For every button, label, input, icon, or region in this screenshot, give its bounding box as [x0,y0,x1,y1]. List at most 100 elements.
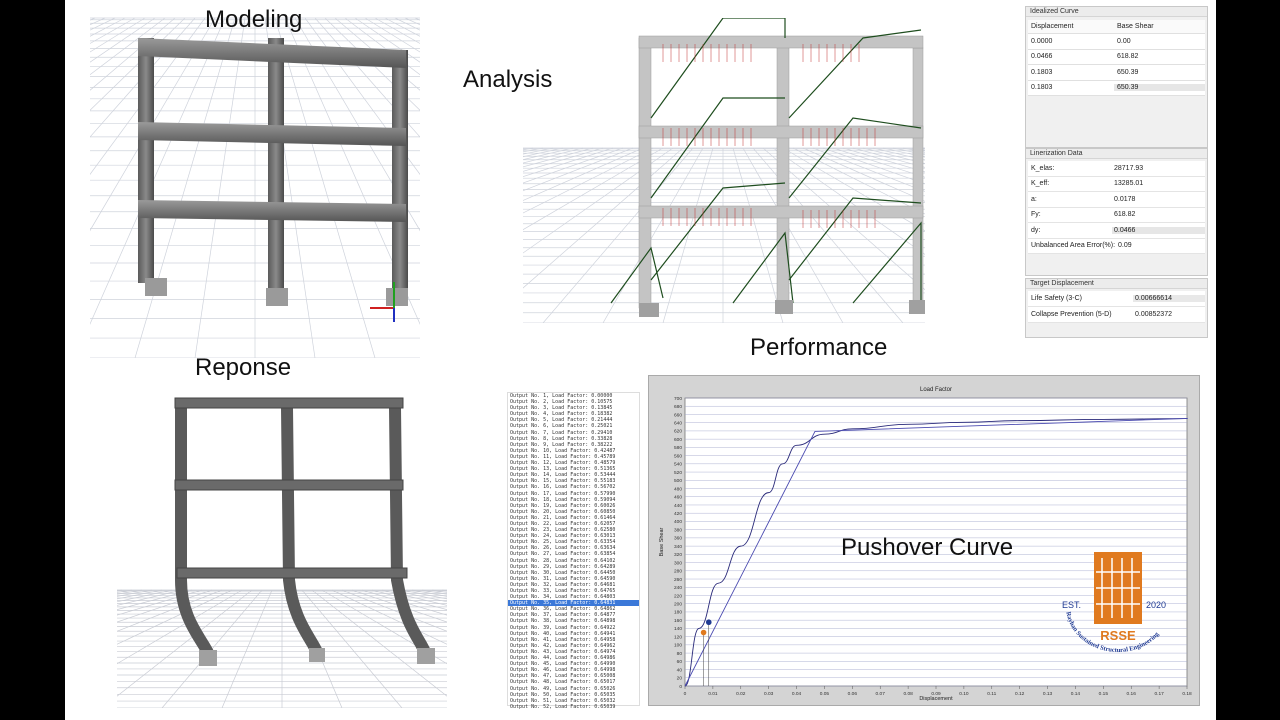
list-item[interactable]: Output No. 16, Load Factor: 0.56702 [510,484,616,491]
list-item[interactable]: Output No. 32, Load Factor: 0.64681 [510,581,616,588]
list-item[interactable]: Output No. 4, Load Factor: 0.18382 [510,411,613,418]
kv-value[interactable]: 0.00666614 [1133,295,1205,302]
list-item[interactable]: Output No. 51, Load Factor: 0.65032 [510,697,616,704]
list-item[interactable]: Output No. 38, Load Factor: 0.64898 [510,618,616,625]
rsse-logo: RSSE EST. 2020 Rayhan Sustained Structur… [1058,548,1178,658]
list-item[interactable]: Output No. 31, Load Factor: 0.64590 [510,575,616,582]
kv-value[interactable]: 0.0466 [1112,226,1205,234]
list-item[interactable]: Output No. 15, Load Factor: 0.55183 [510,478,616,485]
kv-row: Collapse Prevention (5-D)0.00852372 [1028,307,1205,323]
list-item[interactable]: Output No. 49, Load Factor: 0.65026 [510,685,616,692]
list-item[interactable]: Output No. 1, Load Factor: 0.00000 [510,393,613,399]
modeling-viewport[interactable] [90,10,420,358]
y-tick-label: 40 [677,667,683,673]
list-item[interactable]: Output No. 33, Load Factor: 0.64765 [510,588,616,594]
y-tick-label: 580 [674,445,682,451]
kv-value[interactable]: 28717.93 [1114,164,1144,172]
idealized-table-header: Displacement Base Shear [1028,20,1205,34]
cell-displacement: 0.1803 [1031,84,1053,92]
kv-value[interactable]: 618.82 [1114,211,1136,219]
list-item[interactable]: Output No. 45, Load Factor: 0.64990 [510,661,616,668]
list-item[interactable]: Output No. 17, Load Factor: 0.57990 [510,490,616,497]
x-tick-label: 0.01 [708,691,718,697]
list-item[interactable]: Output No. 13, Load Factor: 0.51365 [510,466,616,473]
rsse-logo-icon: RSSE EST. 2020 Rayhan Sustained Structur… [1062,552,1166,654]
analysis-viewport[interactable] [523,18,925,323]
list-item[interactable]: Output No. 9, Load Factor: 0.38222 [510,441,613,448]
list-item[interactable]: Output No. 19, Load Factor: 0.60026 [510,502,616,509]
y-tick-label: 560 [674,453,682,459]
kv-value[interactable]: 0.09 [1118,242,1132,250]
chart-title: Load Factor [920,387,952,393]
list-item[interactable]: Output No. 14, Load Factor: 0.53444 [510,472,616,479]
target-point [700,629,707,636]
list-item[interactable]: Output No. 18, Load Factor: 0.59094 [510,496,616,503]
response-viewport[interactable] [117,390,447,708]
list-item[interactable]: Output No. 27, Load Factor: 0.63854 [510,551,616,558]
list-item[interactable]: Output No. 26, Load Factor: 0.63634 [510,545,616,552]
list-item[interactable]: Output No. 29, Load Factor: 0.64289 [510,563,616,570]
y-tick-label: 200 [674,602,682,608]
list-item[interactable]: Output No. 11, Load Factor: 0.45789 [510,453,616,460]
list-item[interactable]: Output No. 50, Load Factor: 0.65035 [510,691,616,698]
list-item[interactable]: Output No. 44, Load Factor: 0.64986 [510,655,616,662]
list-item[interactable]: Output No. 37, Load Factor: 0.64877 [510,612,616,619]
y-tick-label: 300 [674,560,682,566]
list-item[interactable]: Output No. 28, Load Factor: 0.64102 [510,557,616,564]
list-item[interactable]: Output No. 52, Load Factor: 0.65039 [510,703,616,710]
y-tick-label: 180 [674,610,682,616]
cell-displacement: 0.0000 [1031,37,1053,45]
list-item[interactable]: Output No. 40, Load Factor: 0.64941 [510,630,616,637]
col-displacement[interactable]: Displacement [1031,23,1074,30]
list-item[interactable]: Output No. 20, Load Factor: 0.60850 [510,508,616,515]
kv-value[interactable]: 13285.01 [1114,180,1144,188]
list-item[interactable]: Output No. 23, Load Factor: 0.62580 [510,527,616,534]
list-item[interactable]: Output No. 34, Load Factor: 0.64803 [510,594,616,601]
list-item[interactable]: Output No. 36, Load Factor: 0.64862 [510,606,616,613]
list-item[interactable]: Output No. 30, Load Factor: 0.64450 [510,569,616,576]
list-item[interactable]: Output No. 5, Load Factor: 0.21444 [510,417,613,424]
cell-base-shear: 0.00 [1117,37,1131,45]
list-item[interactable]: Output No. 47, Load Factor: 0.65008 [510,673,616,680]
list-item[interactable]: Output No. 7, Load Factor: 0.29410 [510,429,613,436]
list-item[interactable]: Output No. 25, Load Factor: 0.63354 [510,539,616,546]
target-displacement-group: Target Displacement Life Safety (3-C)0.0… [1025,278,1208,338]
list-item[interactable]: Output No. 8, Load Factor: 0.33828 [510,435,613,442]
kv-key: a: [1031,195,1037,203]
list-item[interactable]: Output No. 48, Load Factor: 0.65017 [510,679,616,686]
list-item[interactable]: Output No. 12, Load Factor: 0.48579 [510,460,616,467]
list-item[interactable]: Output No. 46, Load Factor: 0.64998 [510,667,616,674]
list-item[interactable]: Output No. 24, Load Factor: 0.63013 [510,533,616,540]
y-tick-label: 620 [674,429,682,435]
y-tick-label: 60 [677,659,683,665]
list-item[interactable]: Output No. 43, Load Factor: 0.64974 [510,648,616,655]
x-axis-label: Displacement [919,696,953,702]
list-item[interactable]: Output No. 39, Load Factor: 0.64922 [510,624,616,631]
list-item[interactable]: Output No. 22, Load Factor: 0.62057 [510,520,616,527]
y-tick-label: 600 [674,437,682,443]
list-item[interactable]: Output No. 2, Load Factor: 0.10575 [510,399,613,406]
modeling-3d-frame [90,10,420,358]
list-item[interactable]: Output No. 21, Load Factor: 0.61464 [510,514,616,521]
series-line [684,417,1188,687]
list-item[interactable]: Output No. 42, Load Factor: 0.64962 [510,642,616,649]
col-base-shear[interactable]: Base Shear [1117,23,1154,30]
kv-value[interactable]: 0.0178 [1114,195,1136,203]
kv-value[interactable]: 0.00852372 [1135,311,1172,318]
table-row[interactable]: 0.0000 0.00 [1028,34,1205,50]
moment-hatch [662,44,876,228]
list-item[interactable]: Output No. 35, Load Factor: 0.64831 [508,600,639,607]
y-tick-label: 480 [674,486,682,492]
list-item[interactable]: Output No. 3, Load Factor: 0.13845 [510,405,613,412]
list-item[interactable]: Output No. 10, Load Factor: 0.42487 [510,447,616,454]
x-tick-label: 0.13 [1043,691,1053,697]
list-item[interactable]: Output No. 41, Load Factor: 0.64958 [510,636,616,643]
y-tick-label: 120 [674,634,682,640]
list-item[interactable]: Output No. 6, Load Factor: 0.25021 [510,423,613,430]
linearization-title: Linerization Data [1026,149,1207,159]
